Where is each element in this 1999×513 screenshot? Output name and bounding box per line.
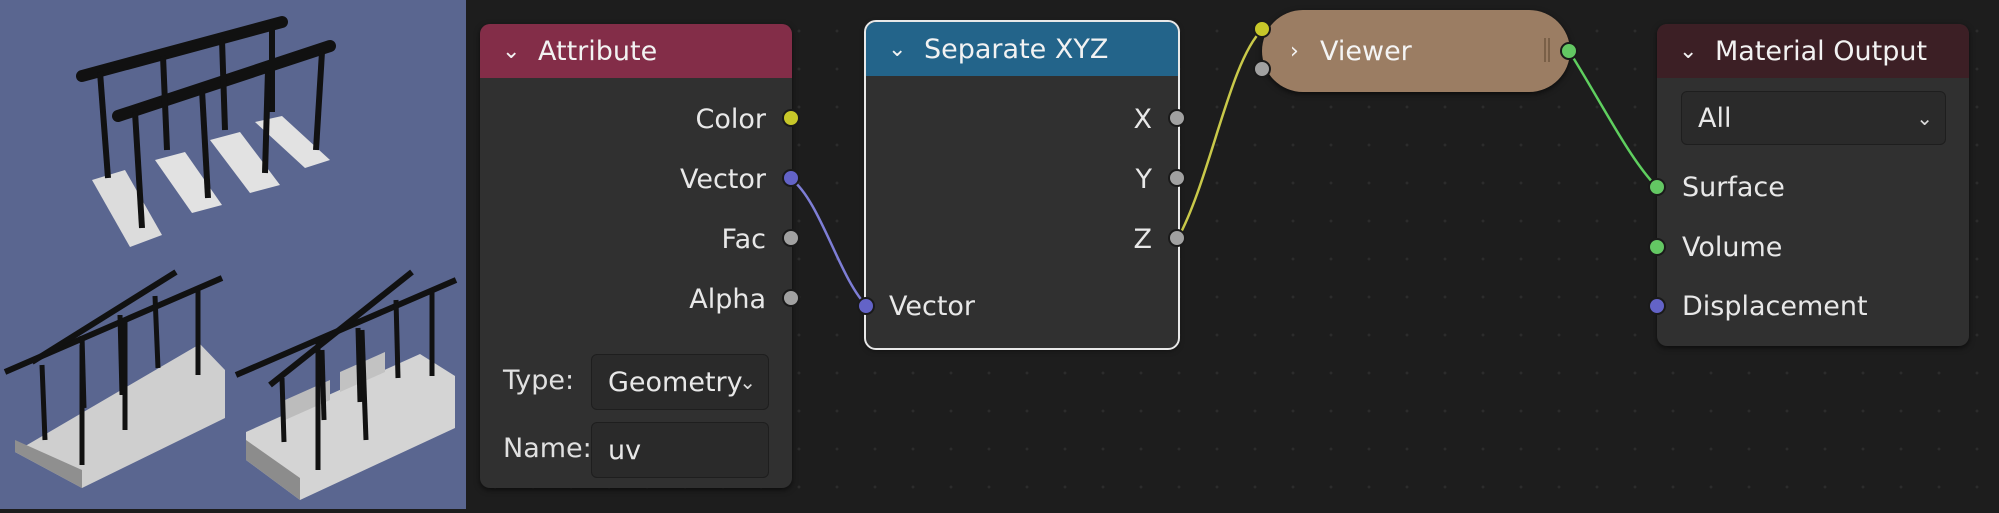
chevron-down-icon: ⌄ bbox=[739, 370, 756, 394]
attribute-node-header[interactable]: ⌄ Attribute bbox=[480, 24, 792, 78]
chevron-down-icon: ⌄ bbox=[1916, 106, 1933, 130]
material-output-input-displacement: Displacement bbox=[1682, 290, 1868, 322]
attribute-node-title: Attribute bbox=[538, 35, 658, 67]
grip-icon bbox=[1544, 38, 1550, 62]
material-output-target-dropdown[interactable]: All ⌄ bbox=[1681, 91, 1946, 145]
attribute-output-alpha: Alpha bbox=[689, 283, 766, 315]
material-output-target-value: All bbox=[1698, 102, 1732, 134]
material-output-node[interactable]: ⌄ Material Output All ⌄ Surface Volume D… bbox=[1657, 24, 1969, 346]
attribute-type-label: Type: bbox=[503, 365, 575, 396]
attribute-type-dropdown[interactable]: Geometry ⌄ bbox=[591, 354, 769, 410]
socket-viewer-float-in[interactable] bbox=[1253, 60, 1271, 78]
viewer-node[interactable]: › Viewer bbox=[1262, 10, 1570, 92]
separate-xyz-input-vector: Vector bbox=[889, 290, 976, 322]
chevron-down-icon[interactable]: ⌄ bbox=[888, 36, 907, 62]
3d-viewport[interactable] bbox=[0, 0, 466, 509]
railing-renders bbox=[3, 16, 458, 500]
separate-xyz-node[interactable]: ⌄ Separate XYZ X Y Z Vector bbox=[864, 20, 1180, 350]
attribute-node[interactable]: ⌄ Attribute Color Vector Fac Alpha Type:… bbox=[480, 24, 792, 488]
attribute-output-vector: Vector bbox=[679, 163, 766, 195]
socket-separate-vector-in[interactable] bbox=[857, 297, 875, 315]
chevron-right-icon[interactable]: › bbox=[1290, 38, 1299, 64]
socket-material-volume[interactable] bbox=[1648, 238, 1666, 256]
material-output-input-surface: Surface bbox=[1682, 171, 1785, 203]
socket-viewer-color-in[interactable] bbox=[1253, 20, 1271, 38]
chevron-down-icon[interactable]: ⌄ bbox=[1679, 38, 1698, 64]
attribute-name-label: Name: bbox=[503, 433, 592, 464]
socket-attribute-fac[interactable] bbox=[782, 229, 800, 247]
separate-xyz-output-x: X bbox=[1133, 103, 1153, 135]
attribute-name-value: uv bbox=[608, 434, 642, 466]
separate-xyz-node-title: Separate XYZ bbox=[924, 33, 1109, 65]
viewer-node-title: Viewer bbox=[1320, 35, 1412, 67]
socket-separate-z[interactable] bbox=[1168, 229, 1186, 247]
socket-material-displacement[interactable] bbox=[1648, 297, 1666, 315]
socket-viewer-out[interactable] bbox=[1560, 42, 1578, 60]
separate-xyz-node-header[interactable]: ⌄ Separate XYZ bbox=[866, 22, 1178, 76]
material-output-node-header[interactable]: ⌄ Material Output bbox=[1657, 24, 1969, 78]
material-output-node-title: Material Output bbox=[1715, 35, 1928, 67]
railing-model-stairs bbox=[234, 269, 458, 500]
attribute-output-fac: Fac bbox=[721, 223, 766, 255]
socket-separate-y[interactable] bbox=[1168, 169, 1186, 187]
railing-model-ramp bbox=[3, 269, 225, 488]
socket-attribute-vector[interactable] bbox=[782, 169, 800, 187]
attribute-output-color: Color bbox=[695, 103, 767, 135]
attribute-type-value: Geometry bbox=[608, 366, 743, 398]
socket-separate-x[interactable] bbox=[1168, 109, 1186, 127]
socket-material-surface[interactable] bbox=[1648, 178, 1666, 196]
separate-xyz-output-z: Z bbox=[1133, 223, 1153, 255]
railing-model-separate-steps bbox=[76, 16, 336, 247]
attribute-name-field[interactable]: uv bbox=[591, 422, 769, 478]
socket-attribute-color[interactable] bbox=[782, 109, 800, 127]
material-output-input-volume: Volume bbox=[1682, 231, 1783, 263]
socket-attribute-alpha[interactable] bbox=[782, 289, 800, 307]
separate-xyz-output-y: Y bbox=[1135, 163, 1153, 195]
chevron-down-icon[interactable]: ⌄ bbox=[502, 38, 521, 64]
